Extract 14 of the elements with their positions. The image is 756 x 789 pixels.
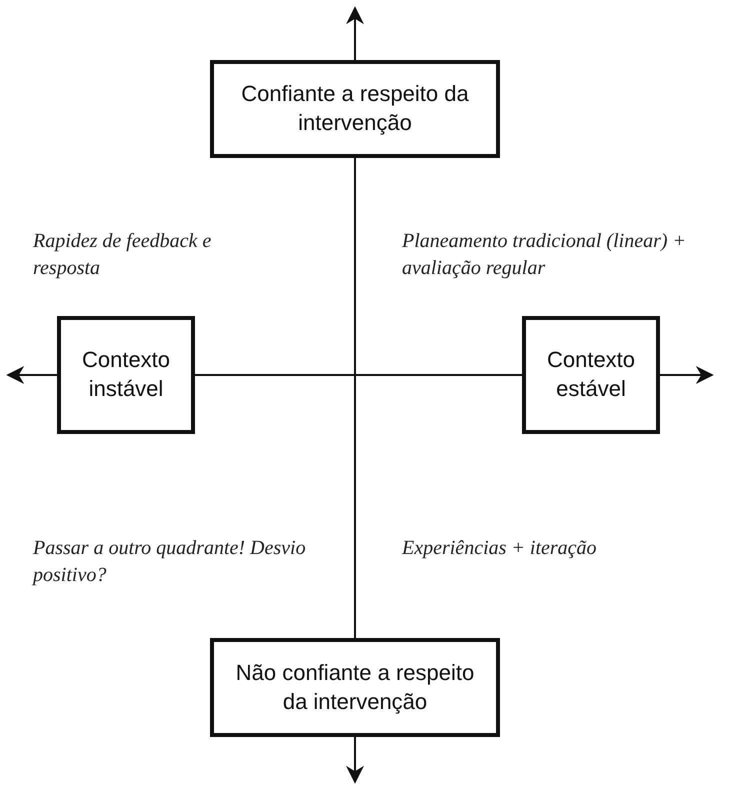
axis-box: Confiante a respeito da intervenção [210,60,500,158]
quadrant-note: Rapidez de feedback e resposta [33,229,212,281]
axis-line [195,374,522,376]
quadrant-note: Passar a outro quadrante! Desvio positivo? [33,536,307,588]
arrow [660,366,714,384]
arrow [6,366,57,384]
arrow [346,6,364,60]
arrow [346,737,364,784]
quadrant-note: Planeamento tradicional (linear) + avaliação regular [402,229,688,281]
axis-box: Não confiante a respeito da intervenção [210,638,500,737]
axis-box: Contexto instável [57,316,195,434]
axis-box: Contexto estável [522,316,660,434]
axis-line [354,158,356,638]
quadrant-note: Experiências + iteração [402,536,598,561]
